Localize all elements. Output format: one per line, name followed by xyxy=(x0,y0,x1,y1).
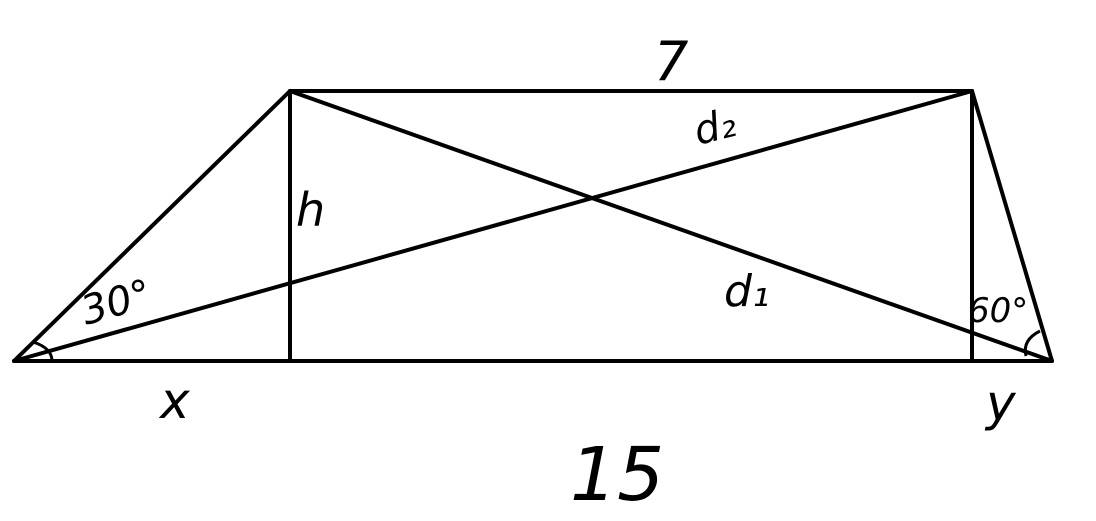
diagonal-1-line xyxy=(288,89,1054,363)
diagonal-1-label: d₁ xyxy=(724,266,770,317)
diagonal-2-label: d₂ xyxy=(689,100,740,155)
left-leg-line xyxy=(12,89,292,363)
left-angle-arc xyxy=(32,340,54,362)
right-angle-label: 60° xyxy=(968,291,1028,331)
height-label: h xyxy=(296,183,325,237)
right-angle-arc xyxy=(1023,329,1041,357)
diagonal-2-line xyxy=(12,89,974,363)
bottom-base-label: 15 xyxy=(570,432,664,518)
right-segment-label: y xyxy=(984,374,1017,432)
top-base-label: 7 xyxy=(654,30,688,93)
right-leg-line xyxy=(970,89,1054,363)
left-segment-label: x xyxy=(158,372,190,430)
